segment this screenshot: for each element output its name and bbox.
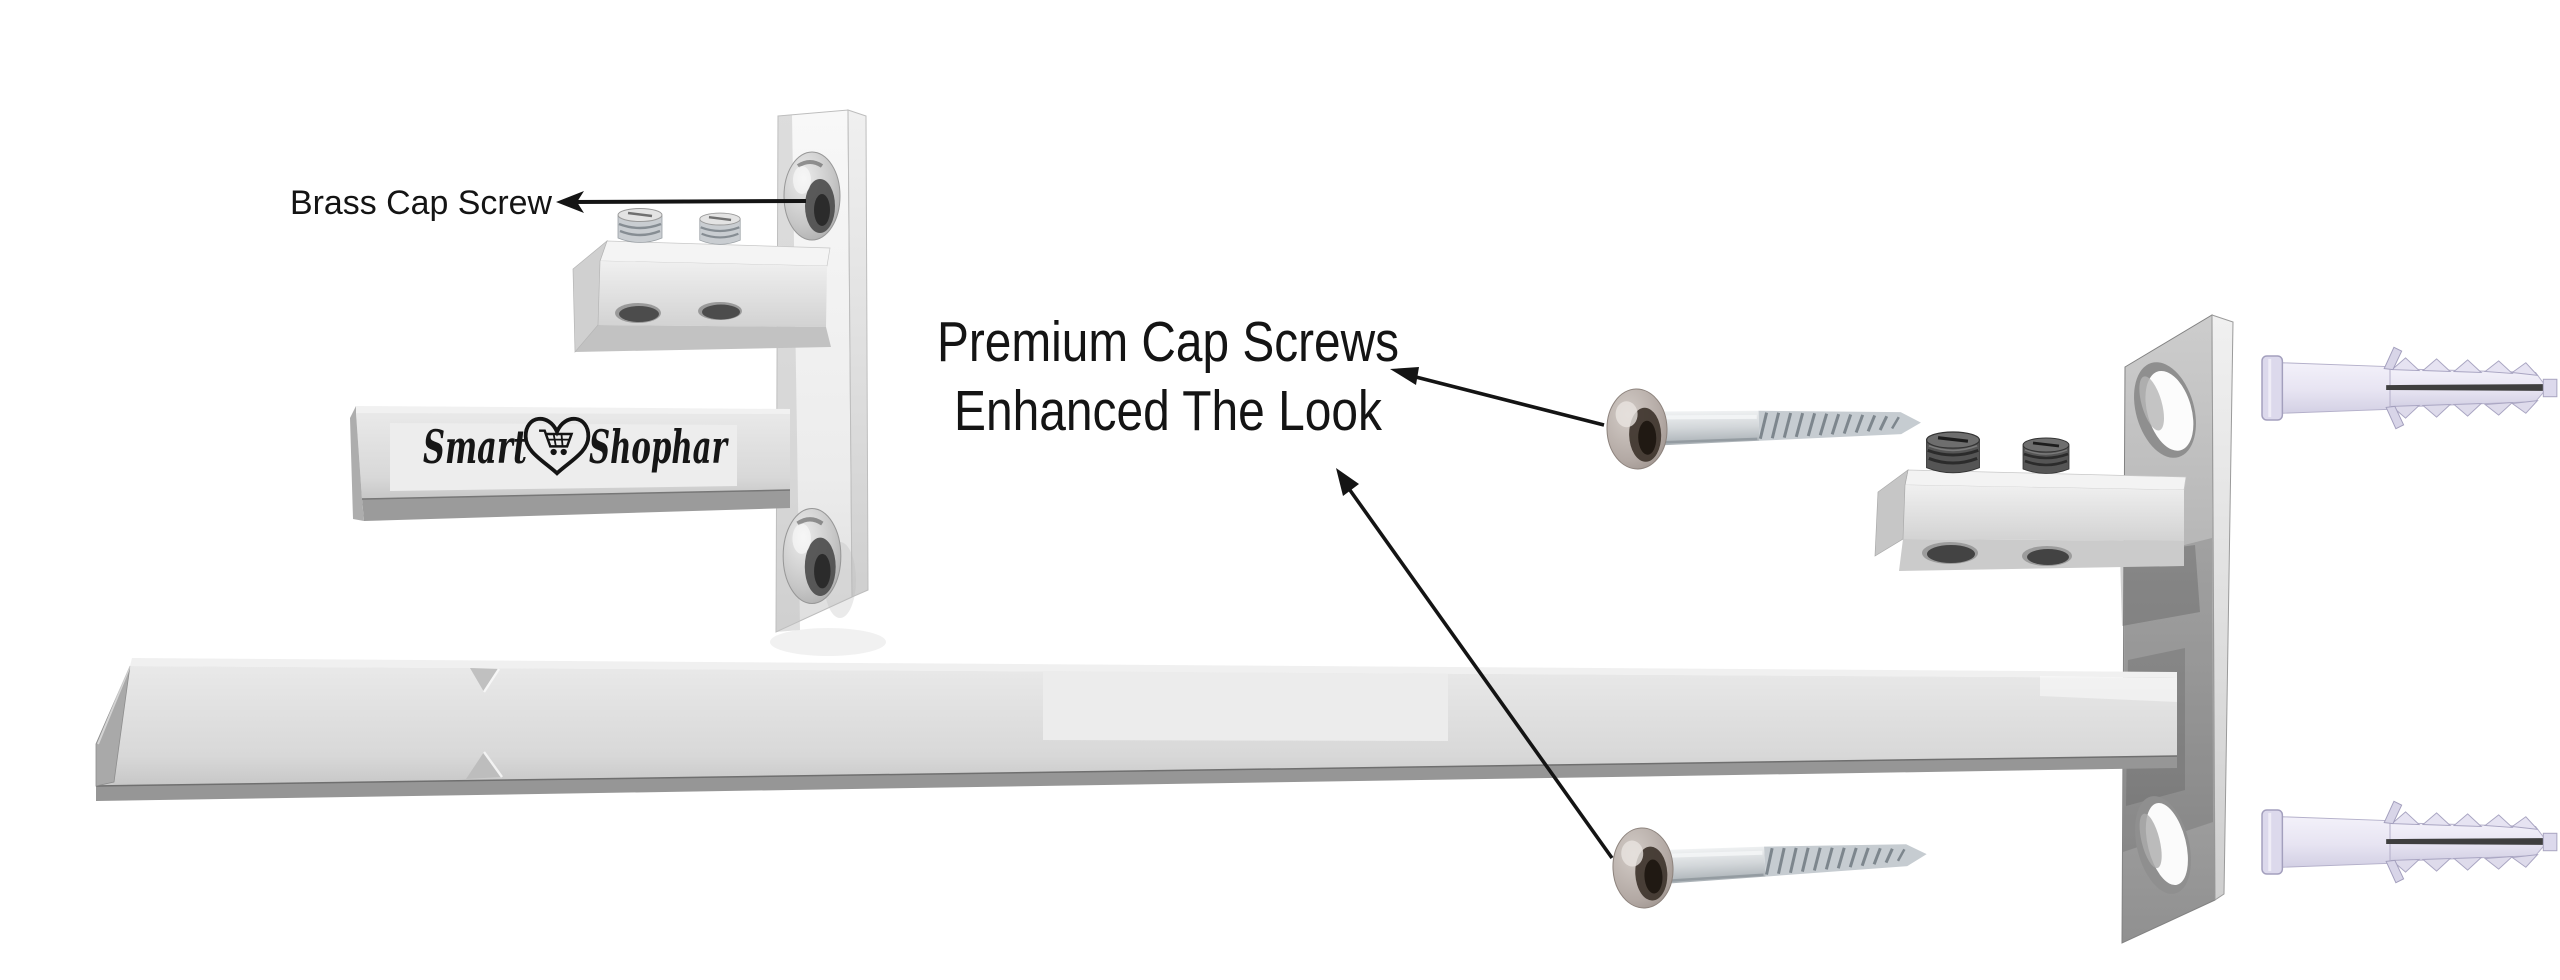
brass-cap-screw-label: Brass Cap Screw xyxy=(290,184,552,222)
rod-closeup xyxy=(350,406,791,521)
callout-arrow-icon xyxy=(1390,367,1605,427)
clamp-block-left xyxy=(572,239,831,353)
long-rod xyxy=(95,658,2178,801)
set-screw xyxy=(698,211,742,246)
set-screw xyxy=(1924,430,1982,475)
rod-joint-notch xyxy=(466,668,503,779)
callout-arrow-icon xyxy=(1336,468,1614,860)
clamp-block-right xyxy=(1874,469,2200,626)
brand-word-shophar: Shophar xyxy=(589,420,729,474)
mounting-hole-top xyxy=(2134,362,2196,458)
annotation-premium-cap-screws: Premium Cap Screws Enhanced The Look xyxy=(937,310,1614,860)
set-screw xyxy=(2021,436,2071,475)
closeup-assembly: Smart Shophar xyxy=(350,109,886,656)
brand-word-smart: Smart xyxy=(423,420,527,474)
set-screw xyxy=(616,207,664,244)
brass-cap-screw-top xyxy=(782,150,842,242)
brand-logo: Smart Shophar xyxy=(423,416,729,476)
annotation-brass-cap-screw: Brass Cap Screw xyxy=(290,184,807,222)
premium-line-2: Enhanced The Look xyxy=(954,379,1382,443)
mounting-hole-bottom xyxy=(2135,796,2191,894)
rod-label-plate xyxy=(390,423,737,491)
plate-shadow xyxy=(770,628,886,656)
brass-cap-screw-bottom xyxy=(783,508,841,603)
premium-line-1: Premium Cap Screws xyxy=(937,310,1399,374)
wall-plate-right xyxy=(2121,314,2234,944)
callout-arrow-icon xyxy=(556,191,807,213)
heart-cart-icon xyxy=(523,416,591,476)
rod-label-plate xyxy=(1043,671,1448,741)
